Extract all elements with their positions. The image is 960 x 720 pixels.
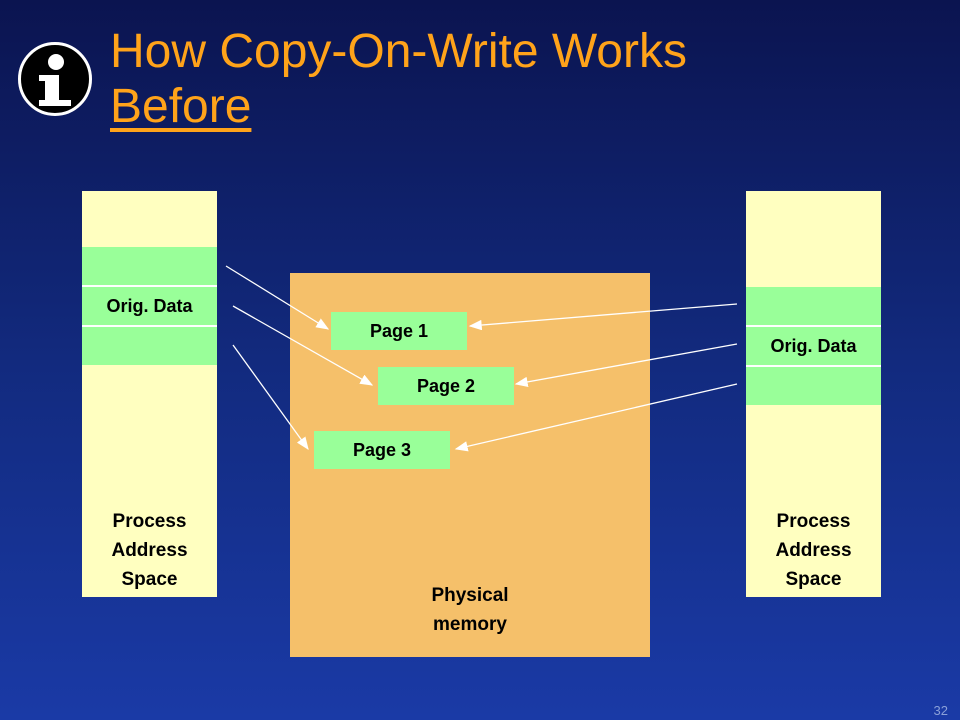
arrow-right-to-page-3	[454, 383, 738, 452]
label-line: Address	[111, 540, 188, 561]
title-line-1: How Copy-On-Write Works	[110, 25, 687, 78]
label-line: Physical	[431, 585, 509, 606]
arrow-left-to-page-2	[232, 305, 374, 386]
left-orig-data: Orig. Data	[82, 287, 217, 327]
page-3: Page 3	[314, 431, 450, 469]
slide-number: 32	[933, 703, 948, 718]
right-process-label: Process Address Space	[746, 507, 881, 594]
label-line: memory	[433, 614, 507, 635]
left-process-address-space: Orig. Data Process Address Space	[82, 191, 217, 597]
right-orig-data: Orig. Data	[746, 327, 881, 367]
left-page-slot-3	[82, 327, 217, 365]
arrow-left-to-page-1	[225, 265, 330, 330]
left-process-label: Process Address Space	[82, 507, 217, 594]
label-line: Process	[776, 511, 851, 532]
left-page-slot-1	[82, 247, 217, 287]
label-line: Space	[785, 569, 842, 590]
page-1: Page 1	[331, 312, 467, 350]
title-line-2: Before	[110, 80, 252, 133]
slide-title: How Copy-On-Write Works Before	[110, 24, 687, 134]
right-page-slot-3	[746, 367, 881, 405]
right-page-slot-1	[746, 287, 881, 327]
label-line: Space	[121, 569, 178, 590]
arrow-left-to-page-3	[232, 344, 309, 451]
arrow-right-to-page-2	[514, 343, 738, 388]
info-icon	[18, 42, 92, 116]
page-2: Page 2	[378, 367, 514, 405]
physical-memory-label: Physical memory	[290, 581, 650, 639]
label-line: Process	[112, 511, 187, 532]
label-line: Address	[775, 540, 852, 561]
arrow-right-to-page-1	[468, 303, 738, 331]
right-process-address-space: Orig. Data Process Address Space	[746, 191, 881, 597]
